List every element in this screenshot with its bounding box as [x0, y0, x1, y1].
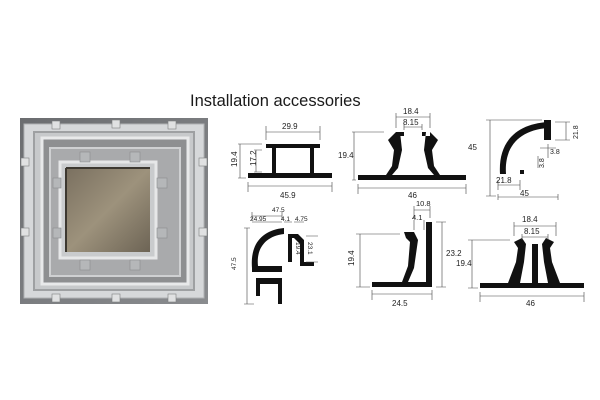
dim-text: 21.8 — [573, 125, 580, 139]
dim-text: 3.8 — [539, 158, 546, 168]
dim-text: 19.4 — [456, 259, 472, 268]
dim-text: 45.9 — [280, 191, 296, 200]
dim-text: 17.2 — [249, 150, 258, 166]
dim-text: 23.1 — [306, 242, 313, 255]
dim-text: 29.9 — [282, 122, 298, 131]
dim-text: 19.4 — [338, 151, 354, 160]
dim-text: 4.1 — [281, 216, 290, 223]
profile-6: 18.4 8.15 19.4 46 — [456, 215, 585, 308]
title: Installation accessories — [190, 92, 361, 110]
profile-2: 18.4 8.15 19.4 46 — [338, 107, 467, 200]
dim-text: 3.8 — [550, 149, 560, 156]
dim-text: 19.4 — [294, 242, 301, 255]
dim-text: 23.2 — [446, 249, 462, 258]
dim-text: 4.75 — [295, 216, 308, 223]
dim-text: 46 — [526, 299, 535, 308]
dim-text: 10.8 — [416, 199, 431, 208]
dim-text: 24.95 — [250, 216, 267, 223]
profile-4: 47.5 24.95 4.1 4.75 23.1 19.4 47.5 — [231, 207, 318, 305]
dim-text: 19.4 — [230, 151, 239, 167]
dim-text: 4.1 — [412, 213, 422, 222]
dim-text: 19.4 — [347, 250, 356, 266]
dim-text: 46 — [408, 191, 417, 200]
dim-text: 24.5 — [392, 299, 408, 308]
dim-text: 18.4 — [522, 215, 538, 224]
dim-text: 45 — [520, 189, 529, 198]
dim-text: 47.5 — [272, 207, 285, 214]
dim-text: 45 — [468, 143, 477, 152]
dim-text: 21.8 — [496, 176, 512, 185]
dim-text: 8.15 — [403, 118, 419, 127]
dim-text: 8.15 — [524, 227, 540, 236]
dim-text: 18.4 — [403, 107, 419, 116]
profile-1: 29.9 19.4 17.2 45.9 — [230, 122, 333, 200]
dim-text: 47.5 — [231, 257, 238, 270]
profile-3: 45 21.8 3.8 3.8 21.8 45 — [468, 119, 580, 200]
profile-5: 10.8 4.1 19.4 23.2 24.5 — [347, 199, 462, 308]
frame-photo — [20, 118, 208, 304]
